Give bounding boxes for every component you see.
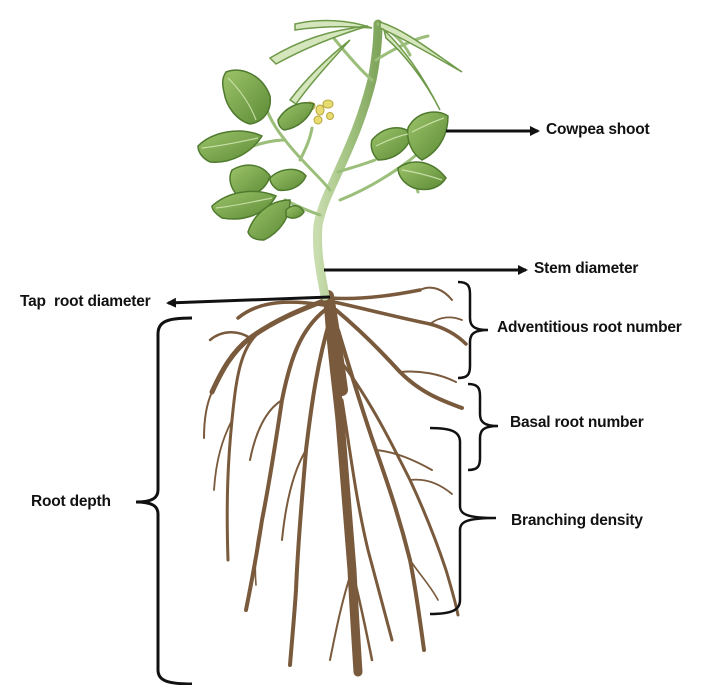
leaf bbox=[286, 206, 304, 218]
root-branch bbox=[330, 570, 352, 660]
root-branch bbox=[204, 392, 212, 438]
root-system bbox=[204, 288, 466, 672]
label-stem-diameter: Stem diameter bbox=[534, 261, 638, 277]
leaf bbox=[270, 169, 306, 190]
brace-branching-density bbox=[430, 428, 496, 614]
root-branch bbox=[336, 310, 462, 408]
label-root-depth: Root depth bbox=[31, 494, 111, 510]
root-branch bbox=[227, 330, 262, 560]
root-branch bbox=[210, 332, 250, 340]
label-basal-root-number: Basal root number bbox=[510, 415, 644, 431]
root-branch bbox=[430, 317, 462, 324]
leaf bbox=[198, 131, 262, 162]
leaf bbox=[398, 162, 446, 190]
root-branch bbox=[290, 320, 330, 665]
label-branching-density: Branching density bbox=[511, 513, 643, 529]
brace-root-depth bbox=[136, 318, 192, 684]
root-branch bbox=[420, 288, 452, 300]
root-branch bbox=[238, 302, 324, 318]
leaf bbox=[371, 128, 412, 160]
root-branch bbox=[246, 310, 325, 610]
brace-basal-root-number bbox=[468, 384, 498, 470]
brace-adventitious-root-number bbox=[458, 282, 488, 378]
root-branch bbox=[330, 290, 420, 299]
label-tap-root-diameter: Tap root diameter bbox=[20, 294, 150, 310]
label-adventitious-root-number: Adventitious root number bbox=[497, 320, 682, 336]
cowpea-shoot bbox=[198, 21, 462, 296]
leaf bbox=[223, 70, 271, 124]
label-cowpea-shoot: Cowpea shoot bbox=[546, 122, 650, 138]
root-branch bbox=[212, 300, 326, 392]
leaf bbox=[278, 103, 314, 130]
